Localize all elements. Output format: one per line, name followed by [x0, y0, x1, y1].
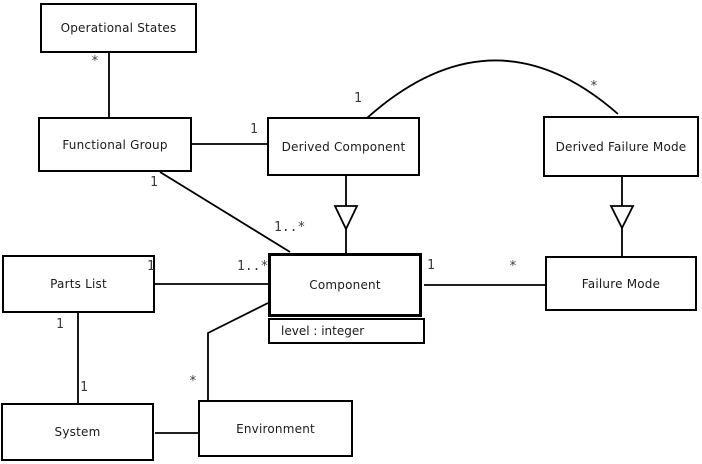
class-attribute-compartment-component: level : integer	[268, 318, 425, 344]
class-box-derived-component: Derived Component	[267, 117, 420, 176]
class-name-derived-component: Derived Component	[281, 139, 406, 154]
multiplicity-operational-states: *	[91, 54, 99, 69]
class-box-derived-failure-mode: Derived Failure Mode	[543, 116, 699, 177]
multiplicity-parts-list-bottom: 1	[56, 317, 64, 332]
multiplicity-arc-derived-component: 1	[354, 91, 362, 106]
class-box-system: System	[1, 403, 154, 461]
class-box-environment: Environment	[198, 400, 353, 457]
class-name-system: System	[54, 425, 101, 439]
class-box-parts-list: Parts List	[2, 255, 155, 313]
multiplicity-component-top-left: 1..*	[274, 220, 306, 235]
multiplicity-system-top: 1	[80, 380, 88, 395]
edge-arc-derived-component-derived-failure-mode	[366, 59, 619, 119]
multiplicity-arc-derived-failure-mode: *	[590, 79, 598, 94]
multiplicity-functional-group-diagonal: 1	[150, 175, 158, 190]
attribute-level-integer: level : integer	[281, 324, 365, 338]
generalization-triangle-component	[333, 205, 359, 232]
class-box-component: Component	[268, 253, 422, 317]
class-box-failure-mode: Failure Mode	[545, 256, 697, 311]
edge-environment-component	[207, 302, 269, 400]
generalization-triangle-failure-mode	[609, 205, 635, 231]
class-name-component: Component	[309, 278, 381, 292]
multiplicity-component-left: 1..*	[237, 259, 269, 274]
class-name-operational-states: Operational States	[60, 21, 177, 35]
edge-functional-group-component	[159, 171, 291, 253]
multiplicity-derived-component-left: 1	[250, 122, 258, 137]
multiplicity-environment-top: *	[189, 374, 197, 389]
class-box-functional-group: Functional Group	[38, 117, 192, 172]
class-name-functional-group: Functional Group	[62, 137, 168, 152]
class-name-derived-failure-mode: Derived Failure Mode	[555, 139, 687, 154]
class-box-operational-states: Operational States	[40, 3, 197, 53]
multiplicity-failure-mode-left: *	[509, 259, 517, 274]
multiplicity-parts-list-right: 1	[147, 259, 155, 274]
multiplicity-component-right: 1	[427, 258, 435, 273]
class-name-failure-mode: Failure Mode	[581, 276, 661, 291]
class-name-environment: Environment	[236, 421, 315, 436]
class-name-parts-list: Parts List	[50, 277, 107, 291]
